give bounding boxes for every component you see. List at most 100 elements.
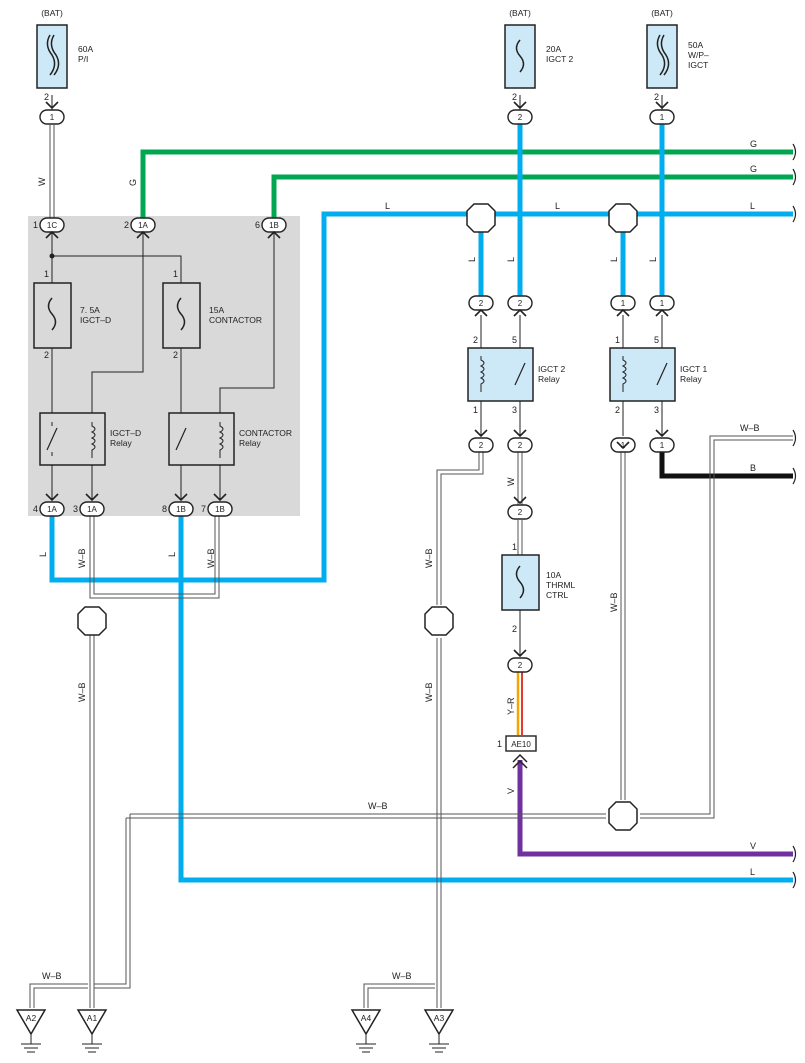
fuse-rating: 50A [688, 40, 703, 50]
wire-color-label: W–B [424, 682, 434, 702]
connector-label: 2 [518, 113, 523, 122]
pin-number: 2 [124, 220, 129, 230]
pin-number: 5 [654, 335, 659, 345]
connector-pill [507, 109, 533, 125]
wire-color-label: G [750, 139, 757, 149]
relay-contactor [168, 412, 235, 466]
relay-suffix: Relay [110, 438, 132, 448]
connector-pill [39, 501, 65, 517]
junction-block [28, 216, 300, 516]
relay-igct-d [39, 412, 106, 466]
wire-color-label: L [750, 867, 755, 877]
ground-a1: A1 [76, 1009, 108, 1053]
ground-label: A2 [26, 1013, 37, 1023]
pin-number: 2 [654, 92, 659, 102]
wire-b [659, 450, 793, 479]
fuse-rating: 60A [78, 44, 93, 54]
relay-igct1 [609, 347, 676, 402]
splice-junction [77, 606, 107, 636]
connector-label: AE10 [511, 740, 531, 749]
connector-label: 1A [138, 221, 148, 230]
connector-pill [207, 501, 233, 517]
wire-color-label: G [128, 179, 138, 186]
wire-color-label: W–B [740, 423, 760, 433]
wire-g-2 [271, 174, 793, 220]
wire-l-bottom [178, 516, 793, 883]
fuse-50a [646, 24, 678, 89]
pin-number: 2 [173, 350, 178, 360]
ground-a2: A2 [15, 1009, 47, 1053]
wire-color-label: L [609, 257, 619, 262]
wire-color-label: L [467, 257, 477, 262]
wire-color-label: W–B [77, 682, 87, 702]
fuse-name: IGCT [688, 60, 708, 70]
wire-color-label: W–B [368, 801, 388, 811]
connector-label: 2 [518, 299, 523, 308]
connector-label: 2 [518, 441, 523, 450]
connector-label: 1 [621, 299, 626, 308]
splice-junction [608, 801, 638, 831]
fuse-name: THRML [546, 580, 576, 590]
fuse-15a [162, 282, 201, 349]
fuse-rating: 7. 5A [80, 305, 100, 315]
fuse-rating: 20A [546, 44, 561, 54]
connector-label: 2 [518, 508, 523, 517]
wire-color-label: L [167, 552, 177, 557]
pin-number: 1 [473, 405, 478, 415]
splice-junction [424, 606, 454, 636]
splice-junction [466, 203, 496, 233]
ground-label: A4 [361, 1013, 372, 1023]
fuse-rating: 15A [209, 305, 224, 315]
fuse-10a [501, 554, 540, 611]
connector-label: 2 [479, 299, 484, 308]
pin-number: 5 [512, 335, 517, 345]
bat-label: (BAT) [41, 8, 63, 18]
relay-suffix: Relay [239, 438, 261, 448]
wire-color-label: V [506, 788, 516, 794]
connector-label: 1B [176, 505, 186, 514]
wire-color-label: W–B [42, 971, 62, 981]
connector-ae10 [505, 735, 537, 752]
wire-color-label: W [37, 177, 47, 186]
wire-color-label: W–B [77, 548, 87, 568]
connector-label: 1C [47, 221, 57, 230]
pin-number: 2 [512, 92, 517, 102]
pin-number: 1 [497, 739, 502, 749]
ground-label: A1 [87, 1013, 98, 1023]
pin-number: 2 [512, 624, 517, 634]
ground-a4: A4 [350, 1009, 382, 1053]
connector-label: 1 [50, 113, 55, 122]
wire-color-label: W–B [609, 592, 619, 612]
pin-number: 1 [173, 269, 178, 279]
pin-number: 4 [33, 504, 38, 514]
pin-number: 2 [473, 335, 478, 345]
connector-pill [507, 504, 533, 520]
relay-suffix: Relay [680, 374, 702, 384]
wire-color-label: W–B [424, 548, 434, 568]
pin-number: 3 [73, 504, 78, 514]
connector-pill [649, 437, 675, 453]
wire-color-label: G [750, 164, 757, 174]
bat-label: (BAT) [509, 8, 531, 18]
ground-a3: A3 [423, 1009, 455, 1053]
bat-label: (BAT) [651, 8, 673, 18]
pin-number: 1 [33, 220, 38, 230]
pin-number: 3 [654, 405, 659, 415]
fuse-60a [36, 24, 68, 89]
wire-color-label: W [506, 477, 516, 486]
wire-g-1 [140, 149, 793, 220]
relay-name: CONTACTOR [239, 428, 292, 438]
wire-v [517, 760, 793, 857]
wire-color-label: Y–R [506, 697, 516, 715]
pin-number: 2 [44, 350, 49, 360]
connector-label: 1B [215, 505, 225, 514]
relay-suffix: Relay [538, 374, 560, 384]
fuse-rating: 10A [546, 570, 561, 580]
pin-number: 3 [512, 405, 517, 415]
connector-pill [468, 437, 494, 453]
connector-label: 1 [660, 113, 665, 122]
fuse-name: CONTACTOR [209, 315, 262, 325]
pin-number: 1 [44, 269, 49, 279]
connector-pill [507, 437, 533, 453]
